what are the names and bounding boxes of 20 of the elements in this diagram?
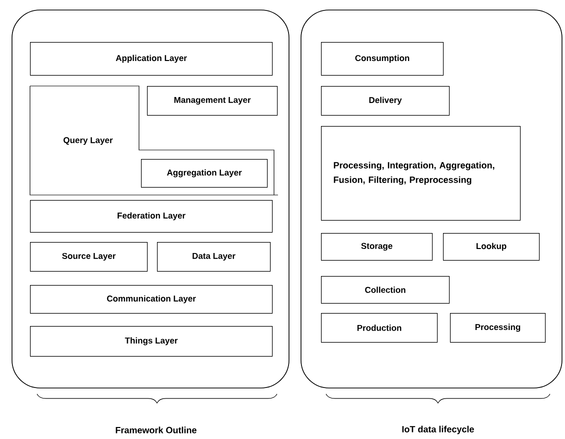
layer-box: Application Layer [30,42,273,76]
process-box: Processing, Integration, Aggregation, Fusion, Filtering, Preprocessing [321,126,521,221]
layer-box: Delivery [321,86,450,116]
layer-box: Things Layer [30,326,273,357]
panel-outline [12,10,290,388]
layer-box: Collection [321,276,450,304]
layer-box: Production [321,313,438,343]
layer-box: Processing [450,313,546,343]
caption: Framework Outline [116,426,196,434]
layer-box: Management Layer [147,86,278,116]
layer-box: Data Layer [157,242,271,272]
caption: IoT data lifecycle [402,426,474,434]
layer-box: Federation Layer [30,200,273,233]
panel-outline [300,10,562,388]
layer-box: Source Layer [30,242,148,272]
layer-box: Lookup [443,232,540,261]
layer-box: Storage [321,232,433,261]
layer-box: Communication Layer [30,284,273,314]
layer-box: Aggregation Layer [141,159,268,188]
layer-box: Consumption [321,42,444,76]
